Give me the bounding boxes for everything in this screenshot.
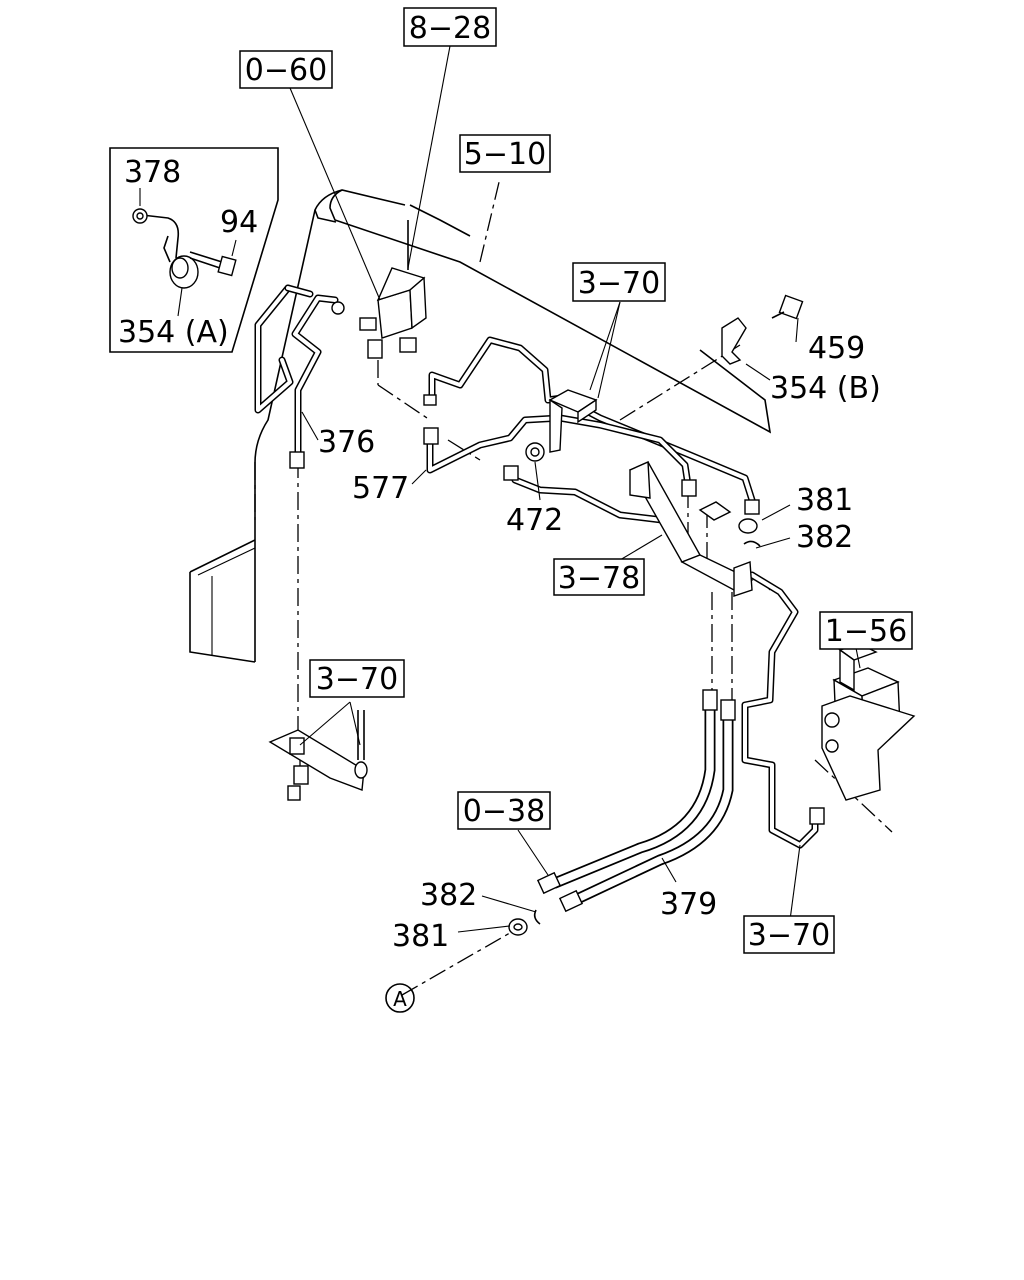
ref-label-0-38: 0−38 xyxy=(463,794,545,829)
cab-outline xyxy=(189,189,772,663)
ref-label-3-78: 3−78 xyxy=(558,561,640,596)
brake-pipes xyxy=(254,284,819,849)
ref-box-0-38: 0−38 xyxy=(457,791,551,830)
ref-label-1-56: 1−56 xyxy=(825,614,907,649)
callout-a: A xyxy=(385,983,415,1013)
part-label-379: 379 xyxy=(660,887,717,922)
part-label-94: 94 xyxy=(220,205,258,240)
ref-label-0-60: 0−60 xyxy=(245,53,327,88)
ref-box-3-70-bottom: 3−70 xyxy=(743,915,835,954)
part-label-382-top: 382 xyxy=(796,520,853,555)
junction-bottom-left xyxy=(268,710,368,801)
leader-lines xyxy=(289,45,861,933)
part-label-381-bottom: 381 xyxy=(392,919,449,954)
valve-top xyxy=(331,220,427,359)
ref-label-3-70-left: 3−70 xyxy=(316,662,398,697)
ref-box-3-70-left: 3−70 xyxy=(309,659,405,698)
ref-label-3-70-top: 3−70 xyxy=(578,266,660,301)
ref-box-1-56: 1−56 xyxy=(819,611,913,650)
ref-label-8-28: 8−28 xyxy=(409,11,491,46)
part-label-459: 459 xyxy=(808,331,865,366)
cross-member-bracket xyxy=(629,460,754,597)
part-label-354a: 354 (A) xyxy=(118,315,229,350)
part-label-376: 376 xyxy=(318,425,375,460)
ref-box-5-10: 5−10 xyxy=(459,134,551,173)
ref-box-0-60: 0−60 xyxy=(239,50,333,89)
ref-box-3-78: 3−78 xyxy=(553,558,645,596)
fittings xyxy=(289,294,825,936)
ref-label-5-10: 5−10 xyxy=(464,137,546,172)
bracket-center xyxy=(525,389,598,462)
flexible-hoses xyxy=(536,689,736,913)
ref-box-8-28: 8−28 xyxy=(403,7,497,47)
part-label-577: 577 xyxy=(352,471,409,506)
ref-label-3-70-bottom: 3−70 xyxy=(748,918,830,953)
part-label-382-bottom: 382 xyxy=(420,878,477,913)
part-label-378: 378 xyxy=(124,155,181,190)
callout-a-label: A xyxy=(393,987,407,1011)
ref-box-3-70-top: 3−70 xyxy=(572,262,666,302)
dashed-guides xyxy=(254,177,893,996)
part-label-381-top: 381 xyxy=(796,483,853,518)
part-label-354b: 354 (B) xyxy=(770,371,881,406)
part-label-472: 472 xyxy=(506,503,563,538)
inset-detail xyxy=(109,147,279,353)
relay-valve-right xyxy=(821,643,916,801)
